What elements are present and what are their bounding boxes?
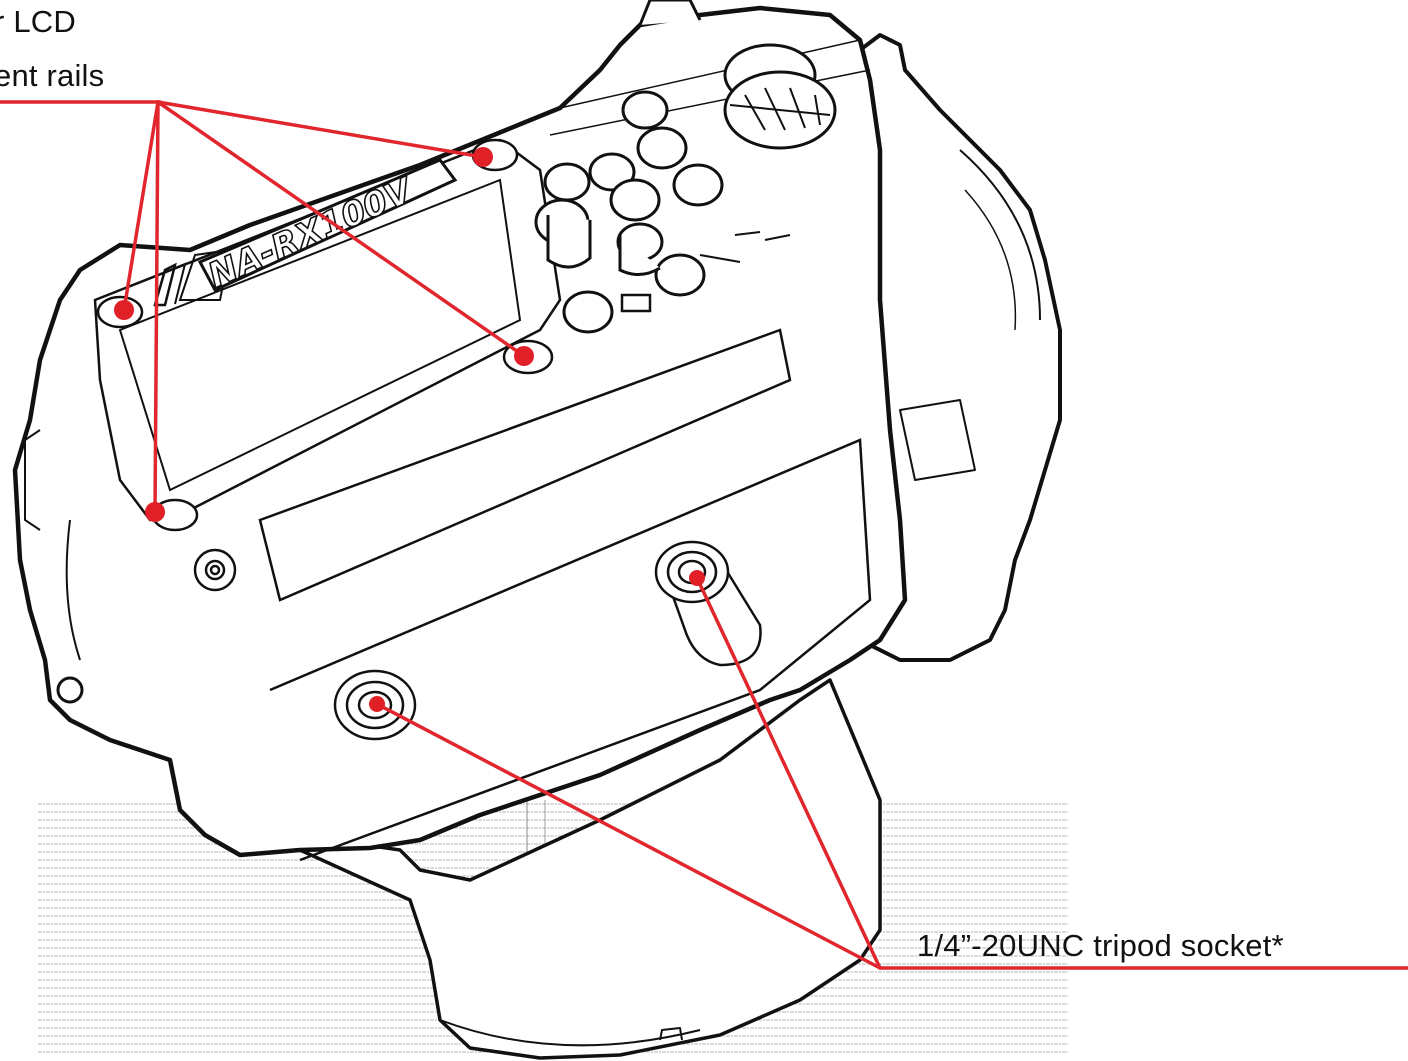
rail-marker-1 (114, 300, 134, 320)
leader-to-socket-1 (375, 702, 882, 970)
socket-marker-1 (369, 696, 385, 712)
control-buttons (534, 90, 791, 334)
rail-marker-4 (145, 502, 165, 522)
callout-markers (114, 147, 705, 712)
leader-to-rail-2 (156, 100, 485, 159)
callout-lines (0, 100, 1408, 970)
leader-to-socket-2 (695, 576, 882, 970)
control-dial (638, 0, 837, 150)
tripod-socket-label: 1/4”-20UNC tripod socket* (917, 928, 1284, 963)
lens-port (298, 678, 882, 1060)
rail-marker-3 (514, 346, 534, 366)
top-label-lcd: r LCD (0, 4, 76, 39)
top-label-rails: ent rails (0, 58, 105, 93)
leader-to-rail-4 (153, 100, 160, 514)
leader-to-rail-1 (122, 100, 160, 312)
housing-details (24, 39, 872, 862)
socket-marker-2 (689, 570, 705, 586)
rail-marker-2 (473, 147, 493, 167)
leader-to-rail-3 (156, 100, 526, 358)
